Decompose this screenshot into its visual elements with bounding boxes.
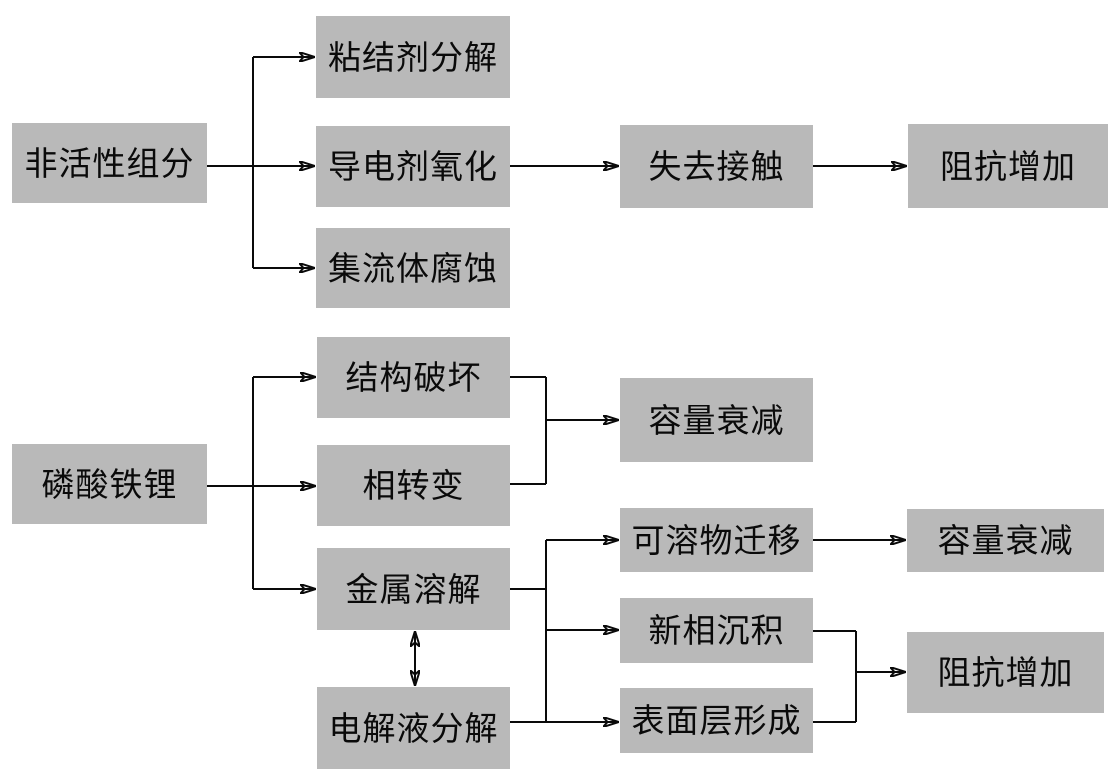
node-contact-loss: 失去接触 <box>620 125 813 208</box>
node-capacity-fade-2: 容量衰减 <box>907 509 1104 572</box>
node-nonactive-components: 非活性组分 <box>12 123 207 203</box>
node-electrolyte-decomposition: 电解液分解 <box>317 687 510 769</box>
node-soluble-migration: 可溶物迁移 <box>620 508 813 572</box>
node-structure-damage: 结构破坏 <box>317 337 510 418</box>
node-conductor-oxidation: 导电剂氧化 <box>316 126 510 207</box>
node-surface-layer-formation: 表面层形成 <box>620 688 813 753</box>
node-impedance-increase-1: 阻抗增加 <box>908 124 1108 208</box>
node-capacity-fade-1: 容量衰减 <box>620 378 813 462</box>
node-metal-dissolution: 金属溶解 <box>317 548 510 630</box>
node-new-phase-deposition: 新相沉积 <box>620 598 813 663</box>
node-impedance-increase-2: 阻抗增加 <box>907 632 1104 713</box>
node-binder-decomposition: 粘结剂分解 <box>316 16 510 98</box>
node-current-collector-corrosion: 集流体腐蚀 <box>316 228 510 308</box>
node-phase-transition: 相转变 <box>317 445 510 526</box>
node-lifepo4: 磷酸铁锂 <box>12 444 207 524</box>
